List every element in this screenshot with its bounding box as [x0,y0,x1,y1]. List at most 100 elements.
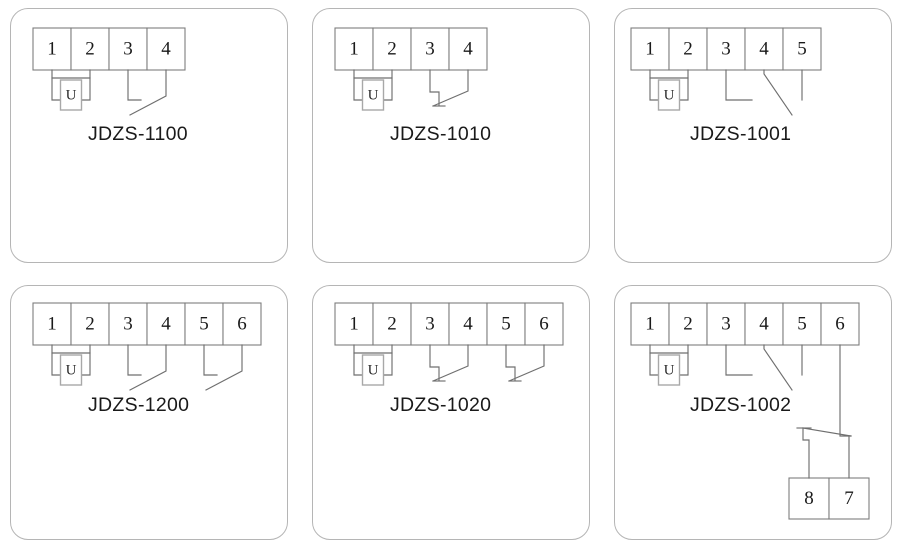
terminal-5[interactable]: 5 [486,302,526,346]
terminal-1[interactable]: 1 [32,302,72,346]
terminal-number: 6 [835,313,845,334]
contact-jdzs-1020-0-fixed-lead [429,344,440,381]
contact-jdzs-1002-0 [725,344,803,391]
coil-lead-right [80,77,91,101]
model-label: JDZS-1010 [390,123,492,145]
contact-jdzs-1001-0 [725,69,803,116]
terminal-2[interactable]: 2 [668,27,708,71]
aux-lead-to-8 [802,427,810,479]
coil-label: U [664,87,675,103]
model-label: JDZS-1200 [88,394,190,416]
coil-box [59,354,83,386]
contact-jdzs-1100-0 [127,69,167,116]
terminal-1[interactable]: 1 [630,302,670,346]
terminal-4[interactable]: 4 [146,27,186,71]
terminal-number: 2 [85,313,95,334]
coil-box [59,79,83,111]
terminal-number: 1 [349,38,359,59]
coil-assembly: U [51,344,91,386]
terminal-3[interactable]: 3 [410,27,450,71]
terminal-2[interactable]: 2 [668,302,708,346]
terminal-number: 5 [797,38,807,59]
contact-jdzs-1200-0 [127,344,167,391]
terminal-2[interactable]: 2 [372,302,412,346]
contact-jdzs-1020-1-moving-blade [508,344,545,382]
terminal-number: 3 [123,38,133,59]
coil-assembly: U [353,69,393,111]
coil-assembly: U [649,69,689,111]
terminal-3[interactable]: 3 [706,302,746,346]
contact-jdzs-1200-1-moving-blade [205,344,243,391]
terminal-number: 7 [844,488,854,509]
terminal-number: 1 [47,38,57,59]
contact-jdzs-1001-0-nc-lead [725,69,753,101]
terminal-5[interactable]: 5 [782,27,822,71]
terminal-number: 1 [645,38,655,59]
contact-jdzs-1020-0 [429,344,469,382]
terminal-3[interactable]: 3 [706,27,746,71]
contact-jdzs-1002-0-nc-lead [725,344,753,376]
terminal-7[interactable]: 7 [828,477,870,520]
terminal-4[interactable]: 4 [448,27,488,71]
aux-contact-jdzs-1002 [796,344,852,479]
coil-box [361,79,385,111]
coil-lead-right [678,77,689,101]
coil-bus-wire [353,69,393,79]
terminal-number: 1 [47,313,57,334]
terminal-number: 4 [759,313,769,334]
terminal-1[interactable]: 1 [334,27,374,71]
contact-jdzs-1200-0-moving-blade [129,344,167,391]
terminal-number: 3 [721,38,731,59]
terminal-number: 4 [161,313,171,334]
terminal-6[interactable]: 6 [820,302,860,346]
contact-jdzs-1200-1-fixed-lead [203,344,218,376]
coil-bus-wire [51,344,91,354]
terminal-3[interactable]: 3 [108,27,148,71]
terminal-number: 3 [123,313,133,334]
contact-jdzs-1100-0-moving-blade [129,69,167,116]
terminal-number: 4 [161,38,171,59]
terminal-8[interactable]: 8 [788,477,830,520]
terminal-1[interactable]: 1 [32,27,72,71]
terminal-4[interactable]: 4 [448,302,488,346]
terminal-1[interactable]: 1 [334,302,374,346]
coil-lead-right [382,352,393,376]
coil-assembly: U [353,344,393,386]
terminal-2[interactable]: 2 [70,302,110,346]
coil-label: U [66,362,77,378]
model-label: JDZS-1002 [690,394,792,416]
terminal-2[interactable]: 2 [372,27,412,71]
terminal-number: 2 [387,313,397,334]
terminal-6[interactable]: 6 [524,302,564,346]
coil-box [361,354,385,386]
terminal-number: 6 [237,313,247,334]
terminal-6[interactable]: 6 [222,302,262,346]
terminal-5[interactable]: 5 [782,302,822,346]
coil-lead-left [649,77,660,101]
terminal-2[interactable]: 2 [70,27,110,71]
model-label: JDZS-1001 [690,123,792,145]
coil-bus-wire [51,69,91,79]
terminal-4[interactable]: 4 [146,302,186,346]
terminal-number: 2 [387,38,397,59]
aux-drop-wire [839,344,852,437]
coil-bus-wire [649,344,689,354]
terminal-1[interactable]: 1 [630,27,670,71]
terminal-4[interactable]: 4 [744,27,784,71]
terminal-number: 4 [759,38,769,59]
terminal-3[interactable]: 3 [108,302,148,346]
coil-label: U [368,87,379,103]
coil-lead-right [80,352,91,376]
terminal-5[interactable]: 5 [184,302,224,346]
model-label: JDZS-1100 [88,123,188,145]
terminal-3[interactable]: 3 [410,302,450,346]
terminal-number: 4 [463,38,473,59]
terminal-4[interactable]: 4 [744,302,784,346]
contact-jdzs-1020-1-fixed-lead [505,344,516,381]
